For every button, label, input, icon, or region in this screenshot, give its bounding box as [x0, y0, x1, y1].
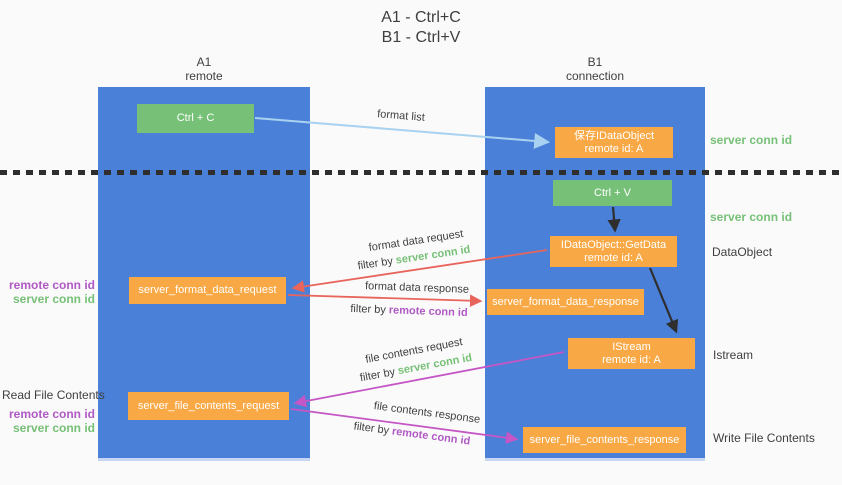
- annotation-remote-conn-id-2: remote conn id: [8, 407, 95, 421]
- format-data-response-label: format data response: [364, 280, 470, 296]
- session-divider-line: [0, 170, 842, 175]
- getdata-line2: remote id: A: [584, 251, 643, 264]
- save-idataobject-line1: 保存IDataObject: [573, 129, 655, 142]
- lane-b1-role: connection: [565, 69, 625, 83]
- lane-a1-role: remote: [185, 69, 223, 83]
- format-data-response-arrow: [287, 294, 483, 307]
- filter-by-text: filter by: [353, 420, 393, 438]
- annotation-write-file-contents: Write File Contents: [713, 431, 815, 445]
- annotation-dataobject: DataObject: [712, 245, 773, 259]
- annotation-server-conn-id-4: server conn id: [12, 421, 95, 435]
- server-file-contents-request-box: server_file_contents_request: [128, 392, 289, 420]
- server-format-data-response-box: server_format_data_response: [487, 289, 644, 315]
- filter-by-text: filter by: [358, 365, 400, 385]
- filter-by-text: filter by: [356, 254, 397, 273]
- title-line-2: B1 - Ctrl+V: [381, 29, 461, 46]
- istream-box: IStream remote id: A: [568, 338, 695, 369]
- save-idataobject-box: 保存IDataObject remote id: A: [555, 127, 673, 158]
- annotation-istream: Istream: [713, 348, 754, 362]
- file-request-label: server_file_contents_request: [137, 399, 280, 412]
- idataobject-getdata-box: IDataObject::GetData remote id: A: [550, 236, 677, 267]
- lane-a1-name: A1: [196, 55, 212, 69]
- server-file-contents-response-box: server_file_contents_response: [523, 427, 686, 453]
- format-data-response-filter-label: filter by remote conn id: [350, 303, 468, 319]
- istream-line2: remote id: A: [602, 353, 661, 366]
- annotation-server-conn-id-2: server conn id: [710, 210, 793, 224]
- title-line-1: A1 - Ctrl+C: [381, 9, 461, 26]
- save-idataobject-line2: remote id: A: [584, 142, 644, 155]
- annotation-read-file-contents: Read File Contents: [2, 388, 105, 402]
- ctrl-v-box: Ctrl + V: [553, 180, 672, 206]
- ctrl-c-label: Ctrl + C: [176, 112, 215, 124]
- server-format-data-request-box: server_format_data_request: [129, 277, 286, 304]
- istream-line1: IStream: [612, 340, 651, 353]
- remote-conn-id-key: remote conn id: [391, 425, 471, 448]
- remote-conn-id-key: remote conn id: [388, 304, 468, 320]
- format-request-label: server_format_data_request: [138, 284, 277, 296]
- format-list-label: format list: [376, 108, 426, 124]
- file-contents-response-filter-label: filter by remote conn id: [353, 420, 471, 447]
- lane-header-a1: A1 remote: [98, 55, 310, 83]
- file-response-label: server_file_contents_response: [529, 433, 680, 446]
- file-contents-response-label: file contents response: [373, 400, 481, 426]
- format-response-label: server_format_data_response: [492, 295, 639, 308]
- annotation-remote-conn-id-1: remote conn id: [8, 278, 95, 292]
- getdata-line1: IDataObject::GetData: [560, 238, 667, 251]
- ctrl-v-label: Ctrl + V: [594, 186, 631, 199]
- lane-header-b1: B1 connection: [485, 55, 705, 83]
- ctrl-c-box: Ctrl + C: [137, 104, 254, 133]
- annotation-server-conn-id-1: server conn id: [710, 133, 793, 147]
- filter-by-text: filter by: [350, 302, 390, 317]
- annotation-server-conn-id-3: server conn id: [12, 292, 95, 306]
- diagram-title: A1 - Ctrl+C B1 - Ctrl+V: [0, 8, 842, 48]
- lane-b1-name: B1: [587, 55, 603, 69]
